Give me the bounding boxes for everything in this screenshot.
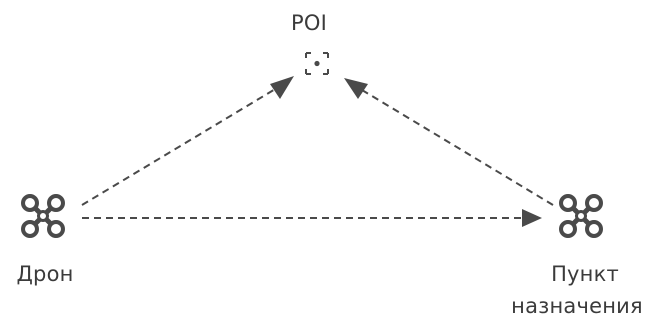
poi-target-icon [305, 52, 329, 75]
destination-drone-icon [561, 196, 601, 236]
poi-label: POI [291, 11, 327, 35]
arrowhead-to-poi-left [270, 76, 294, 99]
destination-label-line2: назначения [511, 294, 643, 318]
path-drone-to-poi [81, 87, 278, 206]
arrowhead-to-poi-right [344, 78, 368, 99]
path-destination-to-poi [361, 89, 554, 206]
arrowhead-to-destination [522, 209, 542, 227]
drone-icon [23, 196, 63, 236]
destination-label-line1: Пункт [551, 262, 619, 286]
drone-label: Дрон [16, 262, 74, 286]
